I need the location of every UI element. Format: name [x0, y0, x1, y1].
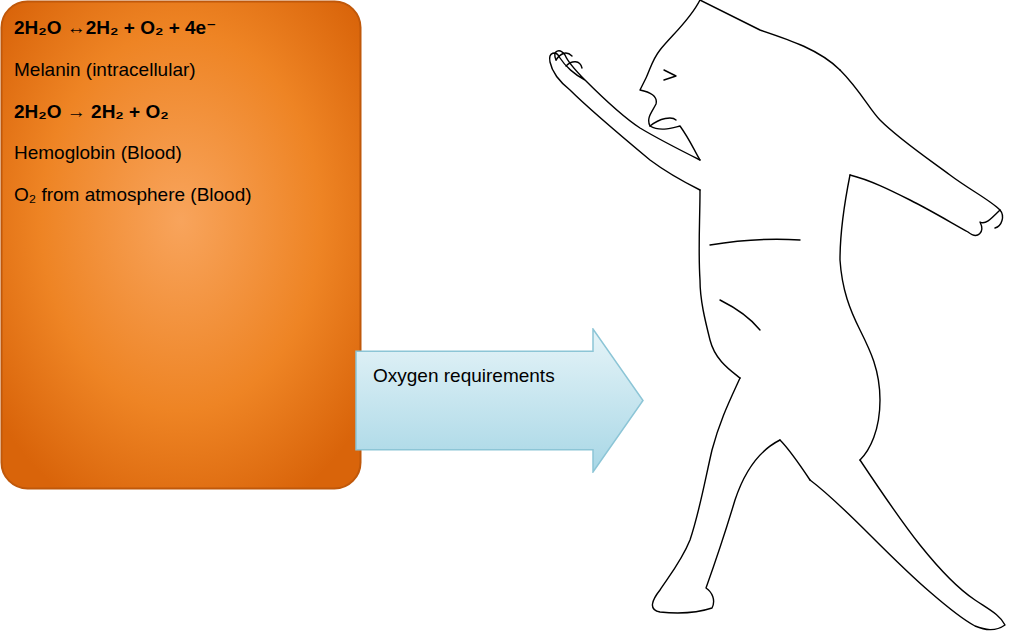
back-hand: [995, 210, 1002, 228]
panel-outline: [2, 2, 361, 489]
reaction-text: 2H₂O ↔2H₂ + O₂ + 4e⁻: [14, 16, 346, 40]
chest-line: [710, 239, 800, 245]
back-leg: [810, 460, 1005, 630]
mouth: [650, 118, 676, 126]
arrow-shape: [355, 328, 645, 473]
reaction-text: O₂ from atmosphere (Blood): [14, 183, 346, 207]
front-arm: [550, 51, 700, 190]
fist: [556, 53, 582, 68]
eye: [664, 70, 676, 80]
block-arrow: Oxygen requirements: [355, 328, 645, 473]
front-leg: [652, 378, 780, 613]
back-arm: [840, 70, 1000, 235]
reaction-text: 2H₂O → 2H₂ + O₂: [14, 100, 346, 124]
torso-back: [840, 175, 880, 460]
reaction-text: Melanin (intracellular): [14, 58, 346, 82]
back-of-head: [700, 0, 840, 70]
crotch-line: [780, 440, 810, 480]
belly-line: [720, 300, 760, 330]
arrow-label: Oxygen requirements: [373, 364, 575, 388]
reaction-panel: 2H₂O ↔2H₂ + O₂ + 4e⁻ Melanin (intracellul…: [0, 0, 362, 490]
arrow-outline: [356, 329, 643, 472]
torso-front: [699, 190, 740, 378]
head-outline: [640, 0, 700, 160]
reaction-text: Hemoglobin (Blood): [14, 141, 346, 165]
